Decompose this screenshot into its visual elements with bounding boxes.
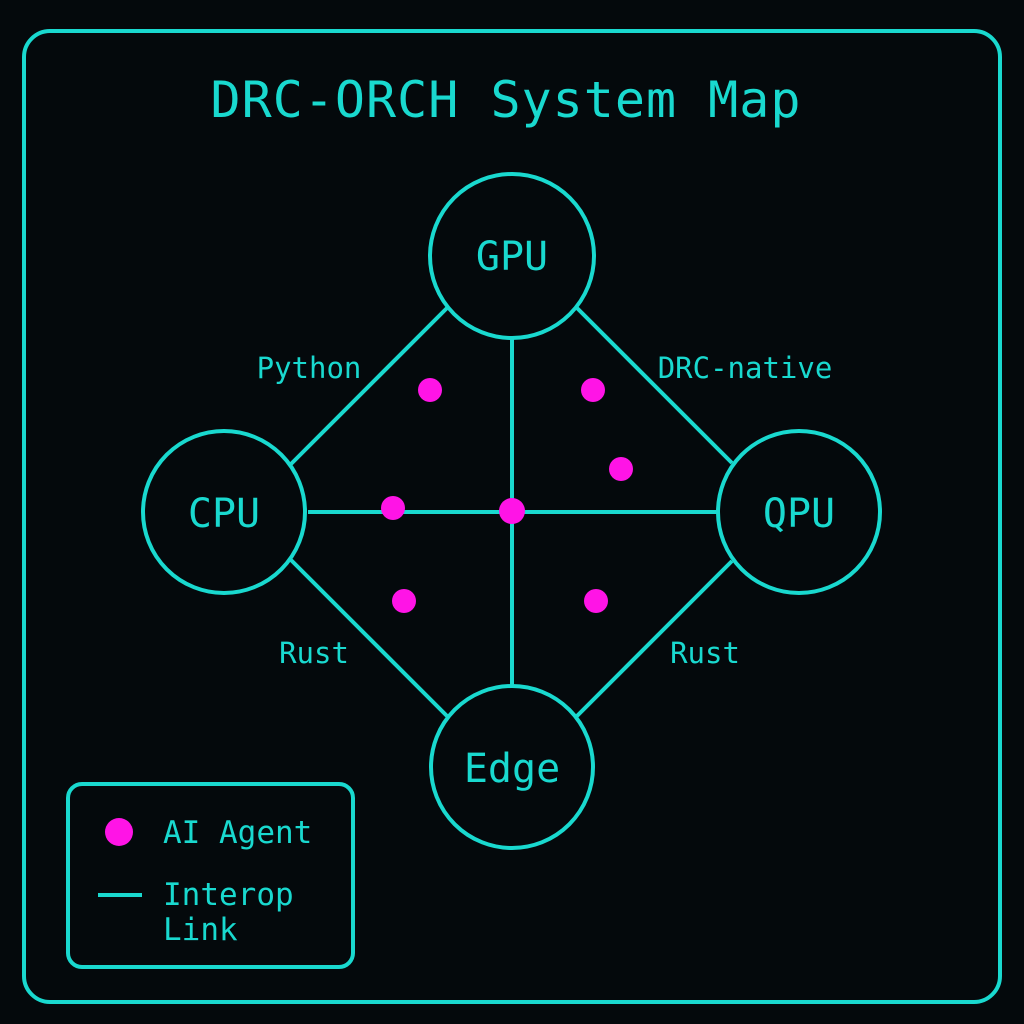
node-edge-label: Edge xyxy=(464,746,560,792)
node-qpu[interactable]: QPU xyxy=(716,429,882,595)
link-label-rust-left: Rust xyxy=(279,636,349,670)
ai-agent-dot[interactable] xyxy=(581,378,605,402)
node-cpu[interactable]: CPU xyxy=(141,429,307,595)
link-qpu-edge[interactable] xyxy=(575,559,734,718)
node-qpu-circle xyxy=(716,429,882,595)
links-group xyxy=(289,306,734,718)
ai-agent-dot[interactable] xyxy=(418,378,442,402)
link-cpu-edge[interactable] xyxy=(289,558,449,718)
legend-box xyxy=(66,782,355,969)
legend-link-label-line1: Interop xyxy=(163,877,294,913)
outer-frame xyxy=(22,29,1002,1004)
ai-agent-dot[interactable] xyxy=(381,496,405,520)
legend-agent-label: AI Agent xyxy=(163,815,312,851)
node-gpu-circle xyxy=(428,172,596,340)
node-edge-circle xyxy=(429,684,595,850)
diagram-title: DRC-ORCH System Map xyxy=(211,71,802,129)
legend-agent-swatch xyxy=(105,818,133,846)
agents-group xyxy=(381,378,633,613)
node-cpu-label: CPU xyxy=(188,491,260,537)
node-qpu-label: QPU xyxy=(763,491,835,537)
link-label-rust-right: Rust xyxy=(670,636,740,670)
node-gpu[interactable]: GPU xyxy=(428,172,596,340)
ai-agent-dot[interactable] xyxy=(584,589,608,613)
legend-link-label-line2: Link xyxy=(163,912,238,948)
link-cpu-gpu[interactable] xyxy=(289,306,449,466)
link-gpu-qpu[interactable] xyxy=(575,306,734,465)
ai-agent-dot[interactable] xyxy=(499,498,525,524)
node-cpu-circle xyxy=(141,429,307,595)
node-gpu-label: GPU xyxy=(476,234,548,280)
ai-agent-dot[interactable] xyxy=(392,589,416,613)
legend: AI Agent Interop Link xyxy=(66,782,355,969)
node-edge[interactable]: Edge xyxy=(429,684,595,850)
link-label-drc-native: DRC-native xyxy=(658,351,833,385)
link-label-python: Python xyxy=(257,351,362,385)
ai-agent-dot[interactable] xyxy=(609,457,633,481)
